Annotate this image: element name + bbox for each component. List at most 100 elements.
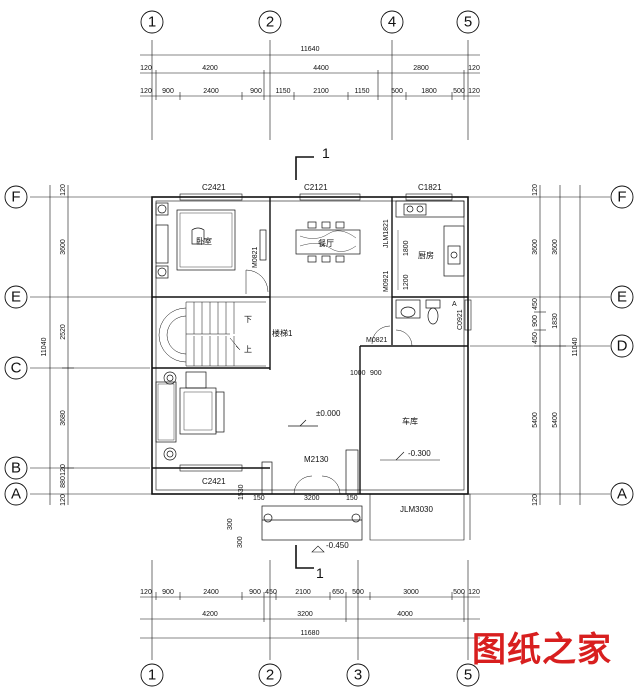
label-dim-900: 900 (370, 370, 382, 377)
label-door-m2130: M2130 (304, 455, 329, 464)
dim-right-in-0: 120 (532, 184, 539, 196)
dim-right-in-3: 900 (532, 315, 539, 327)
dim-bot-r1-5: 2100 (295, 589, 311, 596)
staircase (158, 301, 266, 367)
axis-bubble-left-E (4, 285, 28, 309)
axis-label-left-C: C (11, 360, 22, 377)
top-dimensions (140, 54, 480, 100)
label-dim-3200: 3200 (304, 495, 320, 502)
label-kitchen: 厨房 (418, 250, 434, 260)
label-level-m045: -0.450 (326, 541, 349, 550)
dim-bot-r2-1: 3200 (297, 611, 313, 618)
label-dim-1000: 1000 (350, 370, 366, 377)
axis-bubble-right-D (610, 334, 634, 358)
dim-top-r3-4: 1150 (275, 88, 290, 95)
dim-left-2: 2520 (60, 324, 67, 340)
axis-label-right-A: A (617, 486, 627, 503)
dim-bot-r1-10: 120 (468, 589, 480, 596)
label-dim-300a: 300 (227, 518, 234, 530)
dim-left-6: 120 (60, 494, 67, 506)
axis-label-right-D: D (617, 338, 628, 355)
dim-bot-r1-6: 650 (332, 589, 344, 596)
dim-left-5: 880 (60, 476, 67, 488)
dim-top-total: 11640 (301, 46, 320, 53)
dim-bot-r2-0: 4200 (202, 611, 218, 618)
dim-right-out-1: 1830 (552, 313, 559, 329)
label-door-jlm1821: JLM1821 (383, 219, 390, 248)
axis-bubble-top-5 (456, 10, 480, 34)
label-door-m0821-a: M0821 (252, 246, 259, 268)
axis-bubble-left-A (4, 482, 28, 506)
dim-top-r3-0: 120 (140, 88, 152, 95)
watermark: 图纸之家 (472, 630, 612, 670)
bottom-dimensions (140, 592, 480, 639)
dim-top-r3-10: 120 (468, 88, 480, 95)
axis-bubble-right-F (610, 185, 634, 209)
dim-top-r2-4: 120 (468, 65, 480, 72)
axis-bubble-top-1 (140, 10, 164, 34)
dim-bot-r1-0: 120 (140, 589, 152, 596)
label-a-mark: A (452, 301, 457, 308)
dim-bot-r1-8: 3000 (403, 589, 419, 596)
axis-bubble-bottom-5 (456, 663, 480, 687)
axis-bubble-bottom-1 (140, 663, 164, 687)
dim-bot-r1-4: 450 (265, 589, 277, 596)
dim-bot-r1-9: 500 (453, 589, 465, 596)
bathroom-fixtures (371, 299, 441, 347)
axis-label-bottom-1: 1 (148, 667, 156, 684)
axis-label-left-A: A (11, 486, 21, 503)
vertical-axis-lines (151, 40, 469, 660)
dim-right-out-2: 5400 (552, 412, 559, 428)
axis-bubble-left-F (4, 185, 28, 209)
label-section-top: 1 (322, 145, 330, 161)
dim-top-r3-6: 1150 (354, 88, 369, 95)
label-stair: 楼梯1 (272, 328, 293, 338)
label-dim-300b: 300 (237, 536, 244, 548)
dim-top-r3-3: 900 (250, 88, 262, 95)
dim-right-total: 11040 (572, 337, 579, 356)
dim-top-r3-2: 2400 (203, 88, 219, 95)
label-window-c2121: C2121 (304, 183, 328, 192)
axis-label-left-F: F (11, 189, 20, 206)
dim-right-in-1: 3600 (532, 239, 539, 255)
axis-label-bottom-3: 3 (354, 667, 362, 684)
axis-bubble-right-A (610, 482, 634, 506)
dim-top-r3-8: 1800 (421, 88, 437, 95)
label-dining: 餐厅 (318, 239, 334, 248)
axis-label-bottom-2: 2 (266, 667, 274, 684)
dim-bot-r2-2: 4000 (397, 611, 413, 618)
axis-label-right-E: E (617, 289, 627, 306)
dim-right-in-2: 450 (532, 298, 539, 310)
dim-right-in-5: 5400 (532, 412, 539, 428)
windows (179, 193, 472, 472)
label-section-bottom: 1 (316, 565, 324, 581)
label-dim-150a: 150 (253, 495, 265, 502)
entrance-porch (261, 419, 363, 541)
label-level-m03: -0.300 (408, 449, 431, 458)
axis-label-bottom-5: 5 (464, 667, 472, 684)
axis-bubble-top-4 (380, 10, 404, 34)
label-door-m0921: M0921 (383, 270, 390, 292)
dim-bot-r1-2: 2400 (203, 589, 219, 596)
dim-top-r2-0: 120 (140, 65, 152, 72)
label-level-0: ±0.000 (316, 409, 341, 418)
axis-bubbles (4, 10, 634, 687)
axis-label-top-1: 1 (148, 14, 156, 31)
dim-top-r3-1: 900 (162, 88, 174, 95)
label-dim-1800: 1800 (403, 240, 410, 256)
axis-bubble-left-B (4, 456, 28, 480)
label-garage: 车库 (402, 416, 418, 426)
dim-right-in-6: 120 (532, 494, 539, 506)
label-window-c0921: C0921 (457, 309, 464, 330)
label-door-m0821-b: M0821 (366, 337, 388, 344)
dim-bot-total: 11680 (301, 630, 320, 637)
garage (360, 451, 471, 541)
axis-bubble-bottom-3 (346, 663, 370, 687)
dim-left-total: 11040 (41, 337, 48, 356)
label-window-c2421-top: C2421 (202, 183, 226, 192)
axis-label-right-F: F (617, 189, 626, 206)
kitchen-fixtures (395, 200, 465, 290)
dim-bot-r1-7: 500 (352, 589, 364, 596)
dim-left-4: 120 (60, 464, 67, 476)
axis-label-top-2: 2 (266, 14, 274, 31)
